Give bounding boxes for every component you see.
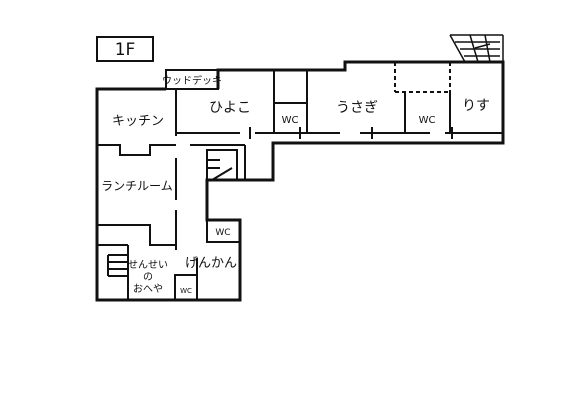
usagi-label: うさぎ — [336, 100, 378, 116]
risu-label: りす — [462, 98, 490, 114]
wc-usagi-label: WC — [419, 115, 436, 126]
wood-deck: ウッドデッキ — [162, 69, 222, 90]
deck-label: ウッドデッキ — [162, 74, 222, 87]
room-labels: キッチン ひよこ うさぎ りす WC WC ランチルーム WC げんかん WC … — [101, 98, 490, 295]
floor-badge: 1F — [96, 36, 154, 62]
wc-genkan-label: WC — [215, 228, 230, 238]
interior-walls — [97, 62, 503, 301]
outer-walls — [95, 60, 505, 302]
wc-hiyoko-label: WC — [282, 115, 299, 126]
floor-label: 1F — [115, 40, 136, 60]
wc-small-label: WC — [180, 287, 192, 295]
genkan-label: げんかん — [185, 256, 237, 271]
sensei-label-line1: せんせい — [128, 259, 168, 271]
lunchroom-label: ランチルーム — [101, 179, 173, 193]
hiyoko-label: ひよこ — [209, 100, 251, 116]
exterior-stairs — [449, 34, 504, 63]
kitchen-label: キッチン — [112, 114, 164, 129]
sensei-label-line2: の — [143, 272, 153, 283]
sensei-label-line3: おへや — [133, 283, 163, 295]
